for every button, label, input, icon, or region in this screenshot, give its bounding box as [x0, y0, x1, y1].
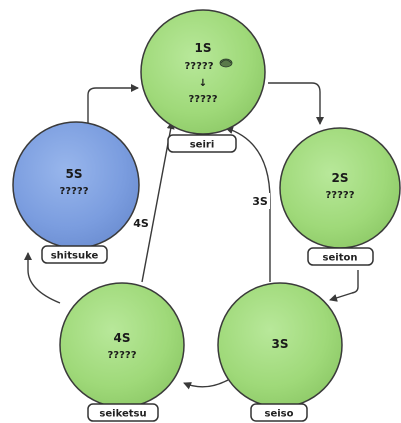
edge-4s-to-5s: [24, 252, 61, 304]
node-1s-line1: ?????: [184, 61, 213, 72]
edge-label-bg: [131, 215, 151, 231]
node-1s-line2: ?????: [188, 94, 217, 105]
edge-label-4s: 4S: [133, 217, 149, 230]
node-3s: 3S seiso: [217, 282, 343, 422]
node-4s-title: 4S: [114, 331, 131, 345]
node-2s-tag-box: [307, 247, 374, 266]
node-5s-tag-box: [41, 245, 108, 264]
node-2s-circle: [279, 127, 401, 249]
node-1s-tag-box: [167, 134, 237, 153]
edge-1s-to-2s: [268, 82, 324, 125]
edge-3s-to-4s: [183, 379, 229, 390]
edge-label-bg: [250, 193, 270, 209]
node-5s: 5S ????? shitsuke: [12, 121, 140, 264]
edge-5s-to-1s: [87, 84, 139, 140]
node-2s-line1: ?????: [325, 190, 354, 201]
edge-2s-to-3s: [329, 270, 359, 302]
recycle-bin-icon: [219, 58, 233, 68]
node-2s: 2S ????? seiton: [279, 127, 401, 266]
node-5s-title: 5S: [66, 167, 83, 181]
node-5s-circle: [12, 121, 140, 249]
node-1s-title: 1S: [195, 41, 212, 55]
node-5s-line1: ?????: [59, 186, 88, 197]
node-3s-tag: seiso: [265, 409, 294, 420]
node-4s: 4S ????? seiketsu: [59, 282, 185, 422]
node-4s-tag: seiketsu: [99, 409, 146, 420]
node-5s-tag: shitsuke: [51, 251, 99, 262]
node-3s-tag-box: [250, 403, 308, 422]
edge-4s-to-1s: [141, 121, 175, 283]
node-3s-title: 3S: [272, 337, 289, 351]
node-4s-tag-box: [87, 403, 159, 422]
node-1s: 1S ????? ↓ ????? seiri: [140, 9, 266, 153]
node-2s-tag: seiton: [323, 253, 358, 264]
node-1s-arrow: ↓: [199, 78, 207, 89]
node-1s-circle: [140, 9, 266, 135]
node-1s-tag: seiri: [190, 140, 215, 151]
node-2s-title: 2S: [332, 171, 349, 185]
node-4s-circle: [59, 282, 185, 408]
node-4s-line1: ?????: [107, 350, 136, 361]
edge-label-3s: 3S: [252, 195, 268, 208]
